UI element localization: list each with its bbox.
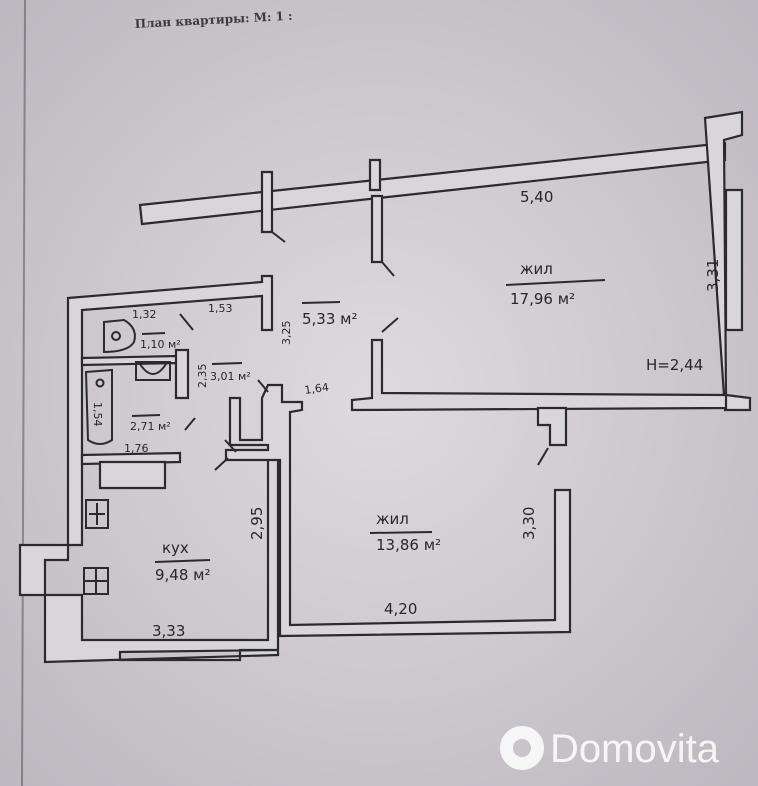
doors <box>179 231 549 471</box>
stove-icon <box>85 499 109 529</box>
svg-text:2,35: 2,35 <box>196 364 209 389</box>
svg-text:Domovita: Domovita <box>550 727 720 771</box>
svg-text:жил: жил <box>376 510 409 528</box>
svg-text:3,31: 3,31 <box>704 259 722 292</box>
svg-text:3,01 м²: 3,01 м² <box>210 370 251 383</box>
svg-text:5,33 м²: 5,33 м² <box>302 310 358 328</box>
svg-text:1,64: 1,64 <box>304 381 330 397</box>
labels: 5,40 жил 17,96 м² 3,31 H=2,44 жил 13,86 … <box>91 188 722 640</box>
toilet-icon <box>103 318 136 354</box>
svg-text:жил: жил <box>520 260 553 278</box>
svg-text:3,25: 3,25 <box>280 321 293 346</box>
svg-text:13,86 м²: 13,86 м² <box>376 536 441 554</box>
sink-icon <box>135 361 171 381</box>
walls <box>18 110 752 664</box>
svg-text:кух: кух <box>162 539 189 557</box>
svg-text:2,71 м²: 2,71 м² <box>130 420 171 433</box>
svg-text:1,53: 1,53 <box>208 302 233 315</box>
svg-text:9,48 м²: 9,48 м² <box>155 566 211 584</box>
svg-text:3,30: 3,30 <box>520 507 538 540</box>
svg-text:1,54: 1,54 <box>91 402 104 427</box>
svg-text:2,95: 2,95 <box>248 507 266 540</box>
domovita-watermark: Domovita <box>500 726 720 771</box>
page-edge <box>21 0 26 786</box>
svg-text:1,76: 1,76 <box>124 442 149 455</box>
svg-text:H=2,44: H=2,44 <box>646 356 703 374</box>
svg-text:4,20: 4,20 <box>384 600 417 618</box>
svg-text:17,96 м²: 17,96 м² <box>510 290 575 308</box>
svg-text:3,33: 3,33 <box>152 622 185 640</box>
svg-text:1,10 м²: 1,10 м² <box>140 338 181 351</box>
bathtub-icon <box>84 368 113 445</box>
fixtures <box>83 318 171 595</box>
svg-text:5,40: 5,40 <box>520 188 553 206</box>
svg-text:1,32: 1,32 <box>132 308 157 321</box>
